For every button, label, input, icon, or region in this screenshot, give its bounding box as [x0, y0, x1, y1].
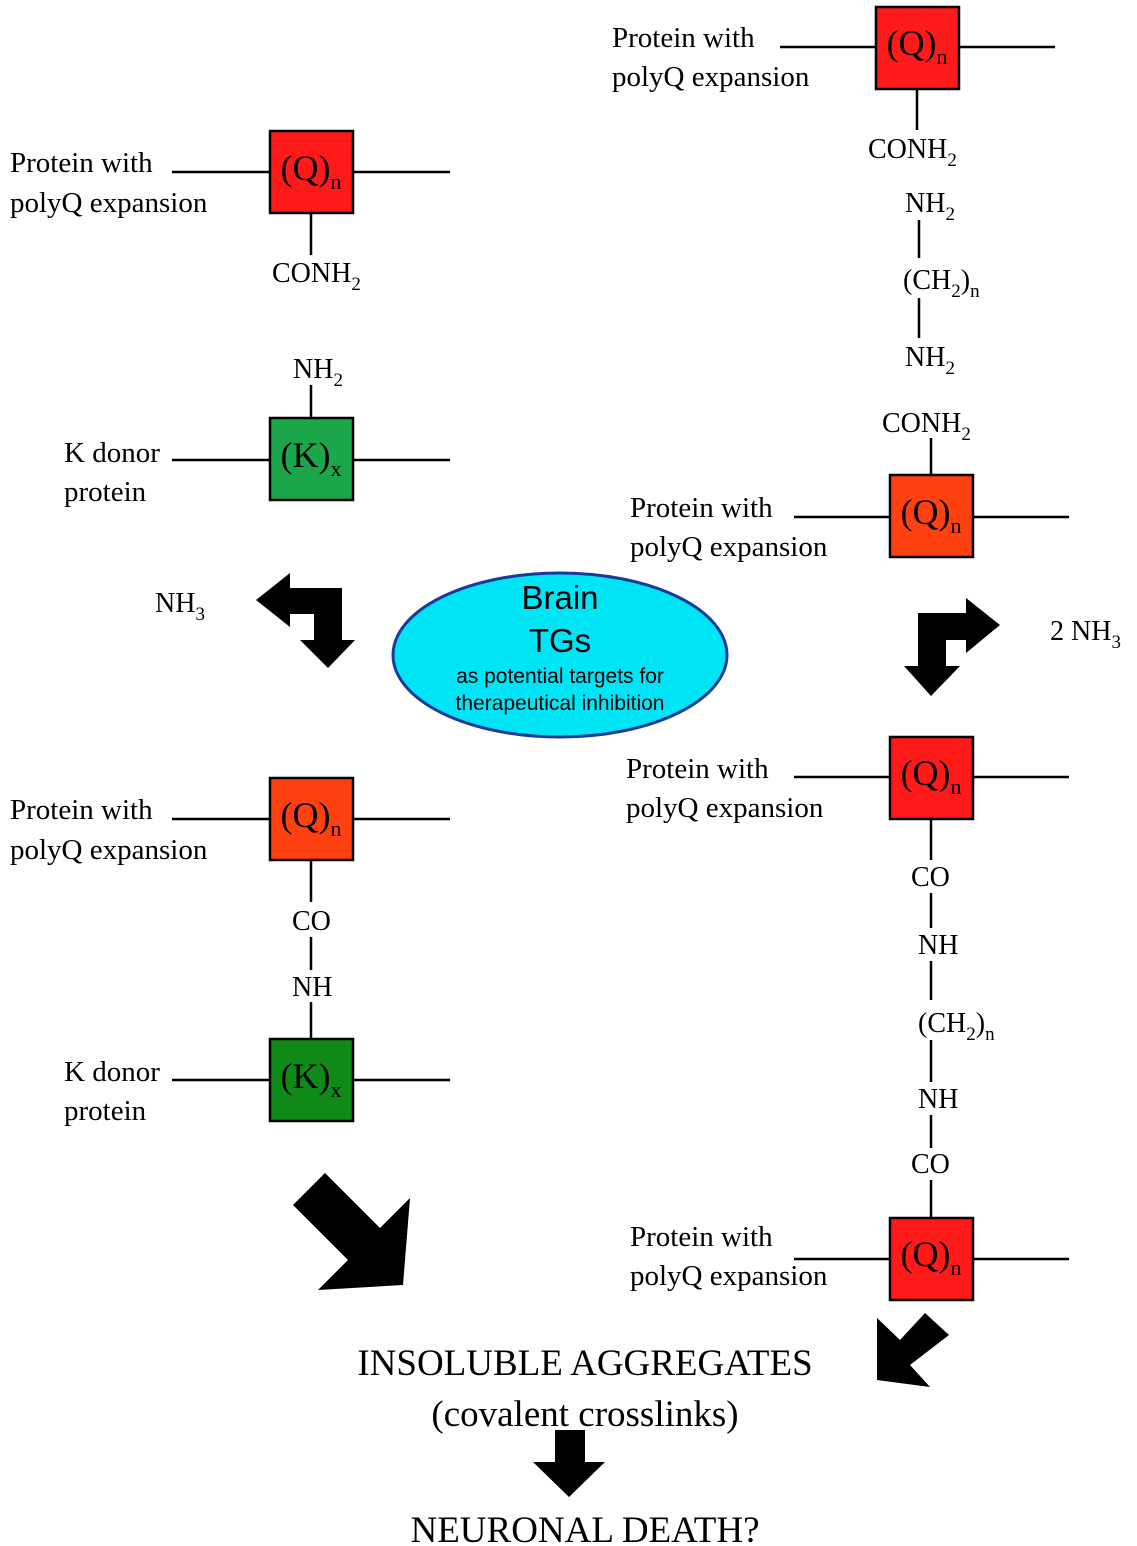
protein-label-line2: polyQ expansion [630, 1260, 828, 1292]
two-nh3-release-label: 2 NH3 [1050, 616, 1121, 653]
nh2-label: NH2 [905, 188, 955, 225]
co-label: CO [911, 1149, 950, 1180]
polyq-box-label: (Q)n [901, 753, 962, 799]
polyq-box [268, 129, 355, 215]
protein-label-line2: polyQ expansion [10, 187, 208, 219]
right-diamine-linker: NH2 (CH2)n NH2 [903, 188, 980, 379]
right-product-crosslink: Protein with polyQ expansion (Q)n CO NH … [626, 735, 1069, 1302]
protein-label-line1: Protein with [626, 753, 769, 785]
left-substrate-q-protein: Protein with polyQ expansion (Q)n CONH2 [10, 129, 450, 295]
polyq-box-label: (Q)n [281, 148, 342, 194]
left-reaction-arrow-icon [256, 573, 355, 668]
lysine-box [268, 416, 355, 502]
insoluble-aggregates-title: INSOLUBLE AGGREGATES [357, 1343, 812, 1384]
polyq-box-label: (Q)n [281, 795, 342, 841]
ellipse-note-line2: therapeutical inhibition [456, 692, 665, 715]
lysine-box-label: (K)x [281, 1056, 342, 1102]
k-donor-label-line1: K donor [64, 1056, 160, 1088]
polyq-box [874, 5, 961, 91]
right-top-q-protein: Protein with polyQ expansion (Q)n CONH2 [612, 5, 1055, 171]
protein-label-line2: polyQ expansion [10, 834, 208, 866]
down-arrow-icon [533, 1430, 605, 1497]
ch2n-label: (CH2)n [903, 265, 980, 302]
left-k-donor-protein: NH2 K donor protein (K)x [64, 354, 450, 508]
co-label: CO [911, 862, 950, 893]
protein-label-line1: Protein with [612, 22, 755, 54]
polyq-box-label: (Q)n [901, 1234, 962, 1280]
ellipse-note-line1: as potential targets for [456, 665, 664, 688]
conh2-label: CONH2 [272, 258, 361, 295]
ellipse-shape [393, 573, 727, 737]
k-donor-label-line2: protein [64, 1095, 147, 1127]
right-second-q-protein: CONH2 Protein with polyQ expansion (Q)n [630, 408, 1069, 563]
ellipse-title-line2: TGs [529, 622, 591, 659]
nh-label: NH [292, 972, 332, 1003]
brain-tgs-ellipse: Brain TGs as potential targets for thera… [391, 571, 729, 739]
protein-label-line1: Protein with [630, 1221, 773, 1253]
covalent-crosslinks-subtitle: (covalent crosslinks) [431, 1394, 738, 1435]
protein-label-line2: polyQ expansion [612, 61, 810, 93]
lysine-box-label: (K)x [281, 435, 342, 481]
protein-label-line1: Protein with [10, 147, 153, 179]
protein-label-line1: Protein with [10, 794, 153, 826]
left-product-crosslink: Protein with polyQ expansion (Q)n CO NH … [10, 776, 450, 1127]
polyq-box [888, 1216, 975, 1302]
k-donor-label-line2: protein [64, 476, 147, 508]
k-donor-label-line1: K donor [64, 437, 160, 469]
nh2-label: NH2 [293, 354, 343, 391]
protein-label-line2: polyQ expansion [626, 792, 824, 824]
nh-label: NH [918, 930, 958, 961]
conh2-label: CONH2 [868, 134, 957, 171]
ch2n-label: (CH2)n [918, 1008, 995, 1045]
nh-label: NH [918, 1084, 958, 1115]
protein-label-line1: Protein with [630, 492, 773, 524]
polyq-box-label: (Q)n [901, 492, 962, 538]
polyq-box [888, 735, 975, 821]
conh2-label: CONH2 [882, 408, 971, 445]
left-aggregate-arrow-icon [293, 1173, 410, 1290]
co-label: CO [292, 906, 331, 937]
lysine-box [268, 1037, 355, 1123]
neuronal-death-label: NEURONAL DEATH? [410, 1510, 759, 1546]
right-reaction-arrow-icon [904, 598, 1000, 696]
protein-label-line2: polyQ expansion [630, 531, 828, 563]
right-aggregate-arrow-icon [877, 1313, 949, 1387]
nh3-release-label: NH3 [155, 588, 205, 625]
polyq-box [888, 473, 975, 559]
polyq-box-label: (Q)n [887, 23, 948, 69]
ellipse-title-line1: Brain [521, 579, 598, 616]
nh2-label: NH2 [905, 342, 955, 379]
